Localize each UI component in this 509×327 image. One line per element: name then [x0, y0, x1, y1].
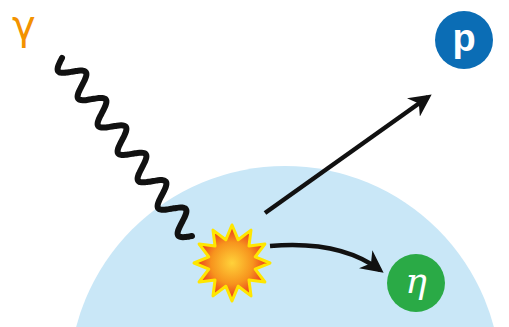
proton-track: [265, 97, 428, 213]
eta-track: [270, 245, 380, 270]
photon-wave: [58, 58, 192, 237]
interaction-burst: [194, 225, 270, 301]
photon-label: γ: [12, 2, 36, 48]
particle-symbol: η: [405, 260, 427, 301]
particle-symbol: p: [452, 17, 475, 60]
nucleus: [69, 166, 501, 327]
particle-circle: η: [387, 254, 445, 312]
particle-circle: p: [435, 11, 493, 69]
